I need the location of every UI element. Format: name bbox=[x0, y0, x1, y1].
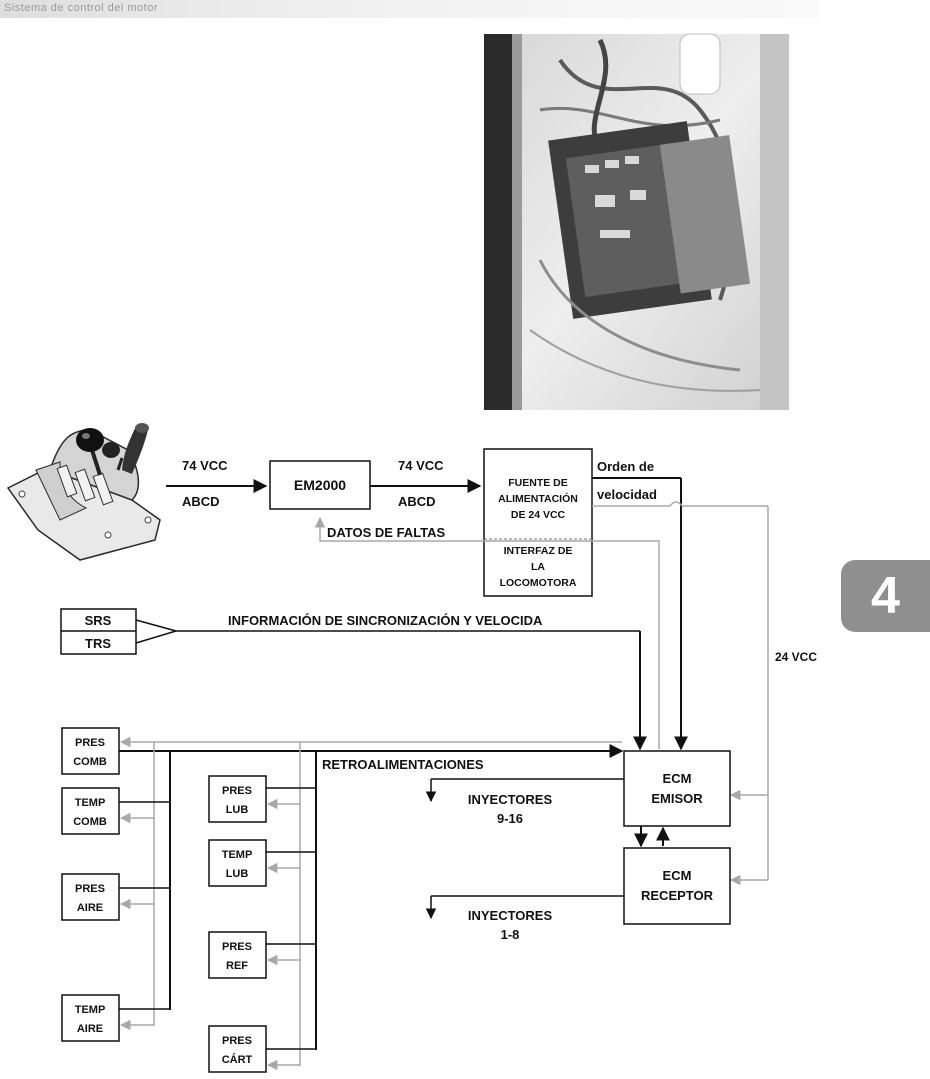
injectors-b-line-2: 1-8 bbox=[501, 927, 520, 942]
sensor-pres-comb: PRES COMB bbox=[62, 728, 119, 774]
link-signal-label: ABCD bbox=[398, 494, 436, 509]
sensor-label-1: PRES bbox=[222, 785, 252, 797]
sensor-label-1: TEMP bbox=[75, 797, 106, 809]
sensor-label-1: PRES bbox=[75, 883, 105, 895]
em2000-to-supply-link: 74 VCC ABCD bbox=[370, 458, 480, 509]
throttle-to-em2000-link: 74 VCC ABCD bbox=[166, 458, 266, 509]
speed-order-line-1: Orden de bbox=[597, 459, 654, 474]
sensor-label-1: PRES bbox=[75, 737, 105, 749]
throttle-illustration bbox=[8, 423, 160, 560]
sensor-label-2: REF bbox=[226, 960, 248, 972]
sensor-label-1: TEMP bbox=[75, 1004, 106, 1016]
interface-line-3: LOCOMOTORA bbox=[500, 577, 577, 589]
srs-label: SRS bbox=[85, 613, 112, 628]
speed-order-line-2: velocidad bbox=[597, 487, 657, 502]
ecm-emisor-line-2: EMISOR bbox=[651, 791, 703, 806]
power-supply-line-3: DE 24 VCC bbox=[511, 509, 566, 521]
link-voltage-label: 74 VCC bbox=[182, 458, 228, 473]
sensor-label-1: PRES bbox=[222, 1035, 252, 1047]
sensor-label-2: LUB bbox=[226, 868, 249, 880]
vcc24-label: 24 VCC bbox=[775, 650, 817, 664]
srs-trs-block: SRS TRS INFORMACIÓN DE SINCRONIZACIÓN Y … bbox=[61, 609, 640, 749]
em2000-label: EM2000 bbox=[294, 477, 346, 493]
sync-info-label: INFORMACIÓN DE SINCRONIZACIÓN Y VELOCIDA bbox=[228, 613, 543, 628]
ecm-receptor-block: ECM RECEPTOR bbox=[624, 848, 730, 924]
power-supply-block: FUENTE DE ALIMENTACIÓN DE 24 VCC INTERFA… bbox=[484, 449, 592, 596]
link-voltage-label: 74 VCC bbox=[398, 458, 444, 473]
sensor-label-1: PRES bbox=[222, 941, 252, 953]
injectors-1-8: INYECTORES 1-8 bbox=[431, 896, 624, 942]
sensor-label-2: LUB bbox=[226, 804, 249, 816]
link-signal-label: ABCD bbox=[182, 494, 220, 509]
ecm-emisor-block: ECM EMISOR bbox=[624, 751, 730, 826]
injectors-b-line-1: INYECTORES bbox=[468, 908, 553, 923]
interface-line-2: LA bbox=[531, 561, 545, 573]
cabinet-photo bbox=[484, 34, 789, 410]
sensor-label-2: AIRE bbox=[77, 1023, 103, 1035]
ecm-emisor-line-1: ECM bbox=[663, 771, 692, 786]
sensor-label-2: COMB bbox=[73, 816, 107, 828]
ecm-interconnect bbox=[641, 826, 663, 846]
interface-line-1: INTERFAZ DE bbox=[504, 545, 573, 557]
sensor-label-2: CÁRT bbox=[222, 1053, 253, 1066]
power-supply-line-2: ALIMENTACIÓN bbox=[498, 492, 578, 505]
injectors-9-16: INYECTORES 9-16 bbox=[431, 779, 624, 826]
sensor-label-1: TEMP bbox=[222, 849, 253, 861]
ecm-receptor-line-1: ECM bbox=[663, 868, 692, 883]
fault-data-label: DATOS DE FALTAS bbox=[327, 525, 446, 540]
feedback-bus: RETROALIMENTACIONES bbox=[119, 742, 622, 1066]
sensor-label-2: AIRE bbox=[77, 902, 103, 914]
injectors-a-line-1: INYECTORES bbox=[468, 792, 553, 807]
sensor-label-2: COMB bbox=[73, 756, 107, 768]
speed-order-link: Orden de velocidad bbox=[592, 459, 681, 749]
feedback-label: RETROALIMENTACIONES bbox=[322, 757, 484, 772]
injectors-a-line-2: 9-16 bbox=[497, 811, 523, 826]
em2000-block: EM2000 bbox=[270, 461, 370, 509]
trs-label: TRS bbox=[85, 636, 111, 651]
ecm-receptor-line-2: RECEPTOR bbox=[641, 888, 714, 903]
power-supply-line-1: FUENTE DE bbox=[508, 477, 568, 489]
